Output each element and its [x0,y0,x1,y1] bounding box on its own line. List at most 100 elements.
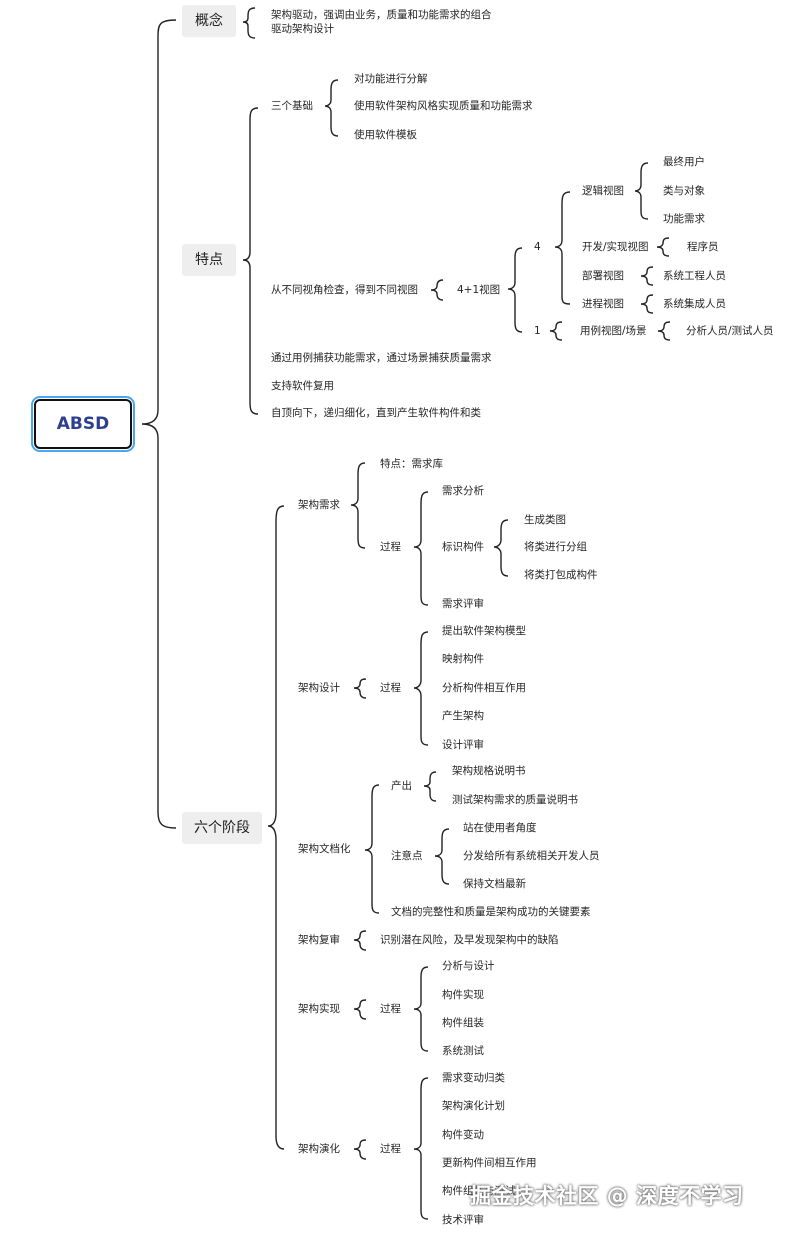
watermark: 掘金技术社区 @ 深度不学习 [470,1184,744,1208]
design-item: 提出软件架构模型 [442,625,526,637]
stage-review-label: 架构复审 [298,934,340,946]
doc-output-item: 架构规格说明书 [452,765,526,777]
design-item: 产生架构 [442,710,484,722]
evo-process: 过程 [380,1143,401,1155]
four-bracket [554,191,571,305]
evo-process-bracket [413,1077,429,1220]
logical-view-item: 类与对象 [663,185,705,197]
doc-bracket [364,784,380,914]
model-bracket [507,247,523,333]
req-feature: 特点：需求库 [380,458,443,470]
topdown-refine: 自顶向下，递归细化，直到产生软件构件和类 [271,407,481,419]
logical-bracket [634,162,649,220]
req-process: 过程 [380,541,401,553]
three-basics-item: 对功能进行分解 [354,73,428,85]
stage-req-label: 架构需求 [298,499,340,511]
identify-item: 生成类图 [524,514,566,526]
output-bracket [423,771,437,802]
design-bracket [353,678,367,699]
impl-item: 分析与设计 [442,960,495,972]
root-node[interactable]: ABSD [31,396,135,452]
identify-item: 将类打包成构件 [524,569,598,581]
process-view-item: 系统集成人员 [663,298,726,310]
views-four: 4 [534,241,541,253]
doc-notes-item: 站在使用者角度 [463,822,537,834]
stage-evo-label: 架构演化 [298,1143,340,1155]
views-one: 1 [534,325,541,337]
reuse-support: 支持软件复用 [271,380,334,392]
req-review: 需求评审 [442,598,484,610]
stages-bracket [267,505,285,1150]
three-basics-label: 三个基础 [271,100,313,112]
req-process-bracket [413,491,429,606]
req-identify: 标识构件 [442,541,484,553]
evo-item: 构件变动 [442,1129,484,1141]
req-bracket [350,462,366,549]
stage-impl-label: 架构实现 [298,1003,340,1015]
concept-line-2: 驱动架构设计 [271,23,334,35]
identify-bracket [493,519,509,577]
impl-item: 系统测试 [442,1045,484,1057]
identify-item: 将类进行分组 [524,541,587,553]
dev-view-item: 程序员 [687,241,719,253]
impl-item: 构件实现 [442,989,484,1001]
usecase-view-label: 用例视图/场景 [580,325,647,337]
doc-output: 产出 [391,780,412,792]
features-bracket [242,107,259,415]
design-process-bracket [413,631,429,746]
one-bracket [549,321,563,341]
doc-output-item: 测试架构需求的质量说明书 [452,794,578,806]
category-stages[interactable]: 六个阶段 [182,812,262,844]
design-process: 过程 [380,682,401,694]
three-basics-item: 使用软件架构风格实现质量和功能需求 [354,100,533,112]
doc-notes-item: 分发给所有系统相关开发人员 [463,850,600,862]
impl-process: 过程 [380,1003,401,1015]
evo-item: 架构演化计划 [442,1100,505,1112]
process-view-label: 进程视图 [582,298,624,310]
usecase-capture: 通过用例捕获功能需求，通过场景捕获质量需求 [271,352,492,364]
concept-bracket [242,7,256,39]
process-bracket [640,294,654,314]
deploy-view-label: 部署视图 [582,270,624,282]
evo-item: 构件组装与测试 [442,1185,516,1197]
views-model: 4+1视图 [457,284,501,296]
evo-bracket [353,1139,367,1160]
logical-view-item: 功能需求 [663,213,705,225]
deploy-bracket [640,266,654,286]
doc-notes-item: 保持文档最新 [463,878,526,890]
logical-view-item: 最终用户 [663,156,705,168]
design-item: 分析构件相互作用 [442,682,526,694]
stage-doc-label: 架构文档化 [298,843,351,855]
evo-item: 需求变动归类 [442,1072,505,1084]
stage-design-label: 架构设计 [298,682,340,694]
impl-item: 构件组装 [442,1017,484,1029]
three-basics-bracket [324,79,339,137]
impl-process-bracket [413,966,429,1052]
doc-notes: 注意点 [391,850,423,862]
req-analysis: 需求分析 [442,485,484,497]
design-item: 映射构件 [442,653,484,665]
views-label: 从不同视角检查，得到不同视图 [271,284,418,296]
doc-key: 文档的完整性和质量是架构成功的关键要素 [391,906,591,918]
logical-view-label: 逻辑视图 [582,185,624,197]
evo-item: 技术评审 [442,1214,484,1226]
usecase-view-item: 分析人员/测试人员 [686,325,774,337]
review-item: 识别潜在风险，及早发现架构中的缺陷 [380,934,559,946]
views-bracket [430,279,444,301]
dev-bracket [656,237,670,257]
root-bracket [141,19,177,829]
deploy-view-item: 系统工程人员 [663,270,726,282]
evo-item: 更新构件间相互作用 [442,1157,537,1169]
concept-line-1: 架构驱动，强调由业务，质量和功能需求的组合 [271,9,492,21]
category-concept[interactable]: 概念 [182,5,236,37]
review-bracket [353,930,367,951]
notes-bracket [434,828,450,885]
usecase-bracket [657,321,671,341]
three-basics-item: 使用软件模板 [354,129,417,141]
category-features[interactable]: 特点 [182,244,236,276]
design-item: 设计评审 [442,739,484,751]
impl-bracket [353,999,367,1020]
dev-view-label: 开发/实现视图 [582,241,649,253]
